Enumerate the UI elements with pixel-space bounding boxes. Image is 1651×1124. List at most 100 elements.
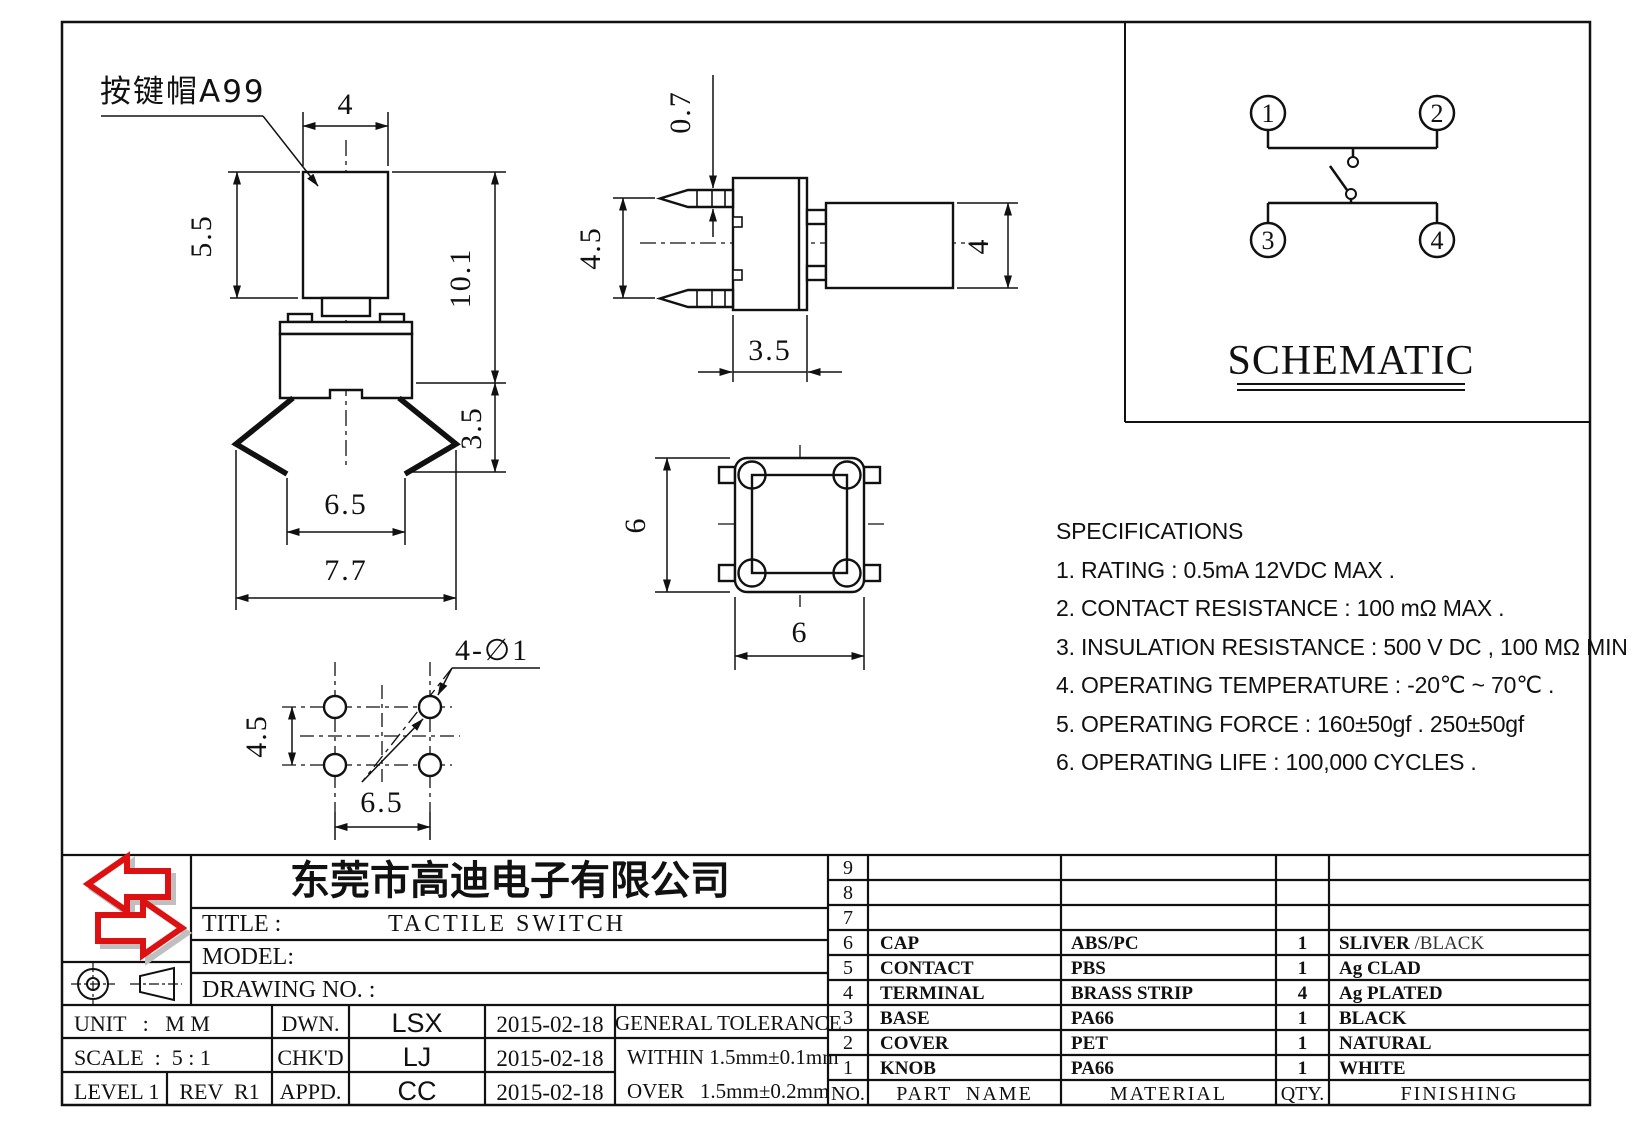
parts-row-finishing: BLACK bbox=[1339, 1008, 1407, 1029]
parts-row-finishing: NATURAL bbox=[1339, 1033, 1432, 1054]
parts-header-qty: QTY. bbox=[1280, 1083, 1325, 1105]
scale-cell: SCALE : 5 : 1 bbox=[74, 1045, 211, 1070]
parts-row-qty: 1 bbox=[1297, 1058, 1308, 1079]
parts-row-qty: 1 bbox=[1297, 958, 1308, 979]
hole-callout: 4-∅1 bbox=[455, 634, 529, 667]
appd-by: CC bbox=[397, 1076, 437, 1106]
drawing-no-label: DRAWING NO. : bbox=[202, 977, 376, 1003]
parts-header-material: MATERIAL bbox=[1109, 1083, 1228, 1105]
parts-row-finishing: WHITE bbox=[1339, 1058, 1406, 1079]
model-label: MODEL: bbox=[202, 944, 294, 970]
parts-row-qty: 1 bbox=[1297, 933, 1308, 954]
spec-item: 1. RATING : 0.5mA 12VDC MAX . bbox=[1056, 556, 1395, 583]
specifications-title: SPECIFICATIONS bbox=[1056, 518, 1244, 544]
schematic-title-underline bbox=[1237, 383, 1465, 391]
dim-top-body-height: 6 bbox=[619, 517, 652, 534]
cap-label: 按键帽A99 bbox=[100, 74, 266, 110]
parts-row-name: CAP bbox=[880, 933, 920, 954]
parts-row-no: 7 bbox=[843, 907, 853, 929]
spec-item: 3. INSULATION RESISTANCE : 500 V DC , 10… bbox=[1056, 633, 1628, 660]
bottom-view bbox=[282, 662, 460, 812]
side-view-dimensions bbox=[613, 75, 1018, 382]
appd-date: 2015-02-18 bbox=[496, 1080, 604, 1105]
parts-row-qty: 1 bbox=[1297, 1008, 1308, 1029]
dim-front-total-height: 10.1 bbox=[444, 248, 477, 309]
parts-row-finishing: Ag CLAD bbox=[1339, 958, 1421, 979]
parts-row-finishing: SLIVER /BLACK bbox=[1339, 932, 1587, 955]
parts-row-material: PA66 bbox=[1071, 1008, 1114, 1029]
schematic-pin-1: 1 bbox=[1262, 99, 1275, 128]
parts-row-material: BRASS STRIP bbox=[1071, 983, 1193, 1004]
specifications: SPECIFICATIONS 1. RATING : 0.5mA 12VDC M… bbox=[1056, 512, 1628, 782]
spec-item: 5. OPERATING FORCE : 160±50gf . 250±50gf bbox=[1056, 710, 1525, 737]
parts-row-qty: 1 bbox=[1297, 1033, 1308, 1054]
front-view-dimensions bbox=[228, 112, 506, 610]
finishing-secondary: /BLACK bbox=[1409, 933, 1485, 954]
level-cell: LEVEL 1 bbox=[74, 1079, 160, 1104]
parts-row-name: COVER bbox=[880, 1033, 949, 1054]
chkd-date: 2015-02-18 bbox=[496, 1046, 604, 1071]
parts-row-no: 2 bbox=[843, 1032, 853, 1054]
top-view-dimensions bbox=[655, 457, 865, 670]
tolerance-within: WITHIN 1.5mm±0.1mm bbox=[627, 1045, 839, 1069]
dim-front-overall-width: 7.7 bbox=[324, 554, 368, 587]
company-logo-icon bbox=[82, 851, 193, 966]
schematic-box bbox=[1124, 22, 1590, 423]
parts-row-name: KNOB bbox=[880, 1058, 936, 1079]
parts-row-no: 4 bbox=[843, 982, 853, 1004]
parts-row-material: PET bbox=[1071, 1033, 1108, 1054]
spec-item: 6. OPERATING LIFE : 100,000 CYCLES . bbox=[1056, 749, 1477, 775]
schematic-pin-4: 4 bbox=[1431, 226, 1444, 255]
parts-header-finishing: FINISHING bbox=[1400, 1083, 1519, 1105]
unit-cell: UNIT : M M bbox=[74, 1011, 210, 1036]
company-name: 东莞市高迪电子有限公司 bbox=[290, 858, 730, 904]
schematic-pin-2: 2 bbox=[1431, 99, 1444, 128]
dim-front-lead-span: 6.5 bbox=[324, 488, 368, 521]
parts-row-name: TERMINAL bbox=[880, 983, 985, 1004]
parts-row-no: 8 bbox=[843, 882, 853, 904]
sheet-border bbox=[60, 20, 1592, 1107]
parts-header-name: PART NAME bbox=[896, 1083, 1033, 1105]
chkd-by: LJ bbox=[402, 1042, 432, 1072]
parts-header-no: NO. bbox=[831, 1083, 865, 1105]
dim-side-body-depth: 3.5 bbox=[748, 334, 792, 367]
parts-row-no: 6 bbox=[843, 932, 853, 954]
top-view bbox=[717, 445, 884, 607]
rev-cell: REV R1 bbox=[179, 1079, 260, 1104]
dim-front-cap-width: 4 bbox=[338, 88, 355, 121]
dim-side-cap-width: 4 bbox=[962, 238, 995, 255]
parts-row-name: BASE bbox=[880, 1008, 930, 1029]
appd-label: APPD. bbox=[279, 1079, 342, 1104]
bottom-view-dimensions bbox=[288, 667, 540, 840]
dwn-by: LSX bbox=[391, 1008, 443, 1038]
dwn-label: DWN. bbox=[281, 1011, 340, 1036]
tolerance-over: OVER 1.5mm±0.2mm bbox=[627, 1079, 830, 1103]
schematic-circuit bbox=[1249, 94, 1456, 259]
parts-table-grid bbox=[828, 855, 1590, 1105]
parts-row-finishing: Ag PLATED bbox=[1339, 983, 1443, 1004]
title-label: TITLE : bbox=[202, 911, 282, 937]
parts-row-no: 3 bbox=[843, 1007, 853, 1029]
dim-front-cap-height: 5.5 bbox=[185, 214, 218, 258]
parts-row-no: 9 bbox=[843, 857, 853, 879]
tolerance-title: GENERAL TOLERANCE bbox=[615, 1011, 842, 1035]
dim-front-lead-height: 3.5 bbox=[455, 406, 488, 450]
side-view bbox=[640, 176, 990, 312]
front-view bbox=[231, 140, 461, 477]
dim-bottom-pitch-vertical: 4.5 bbox=[240, 714, 273, 758]
parts-row-material: ABS/PC bbox=[1071, 933, 1139, 954]
projection-method-icon bbox=[71, 962, 182, 1006]
dwn-date: 2015-02-18 bbox=[496, 1012, 604, 1037]
dim-side-pin-thickness: 0.7 bbox=[664, 90, 697, 134]
parts-row-no: 5 bbox=[843, 957, 853, 979]
parts-row-name: CONTACT bbox=[880, 958, 974, 979]
parts-row-qty: 4 bbox=[1297, 983, 1308, 1004]
spec-item: 4. OPERATING TEMPERATURE : -20℃ ~ 70℃ . bbox=[1056, 672, 1555, 698]
dim-bottom-pitch-horizontal: 6.5 bbox=[360, 786, 404, 819]
title-value: TACTILE SWITCH bbox=[388, 911, 627, 937]
cap-label-leader bbox=[101, 115, 319, 187]
dim-side-pin-pitch: 4.5 bbox=[574, 226, 607, 270]
dim-top-body-width: 6 bbox=[792, 616, 809, 649]
spec-item: 2. CONTACT RESISTANCE : 100 mΩ MAX . bbox=[1056, 595, 1505, 621]
